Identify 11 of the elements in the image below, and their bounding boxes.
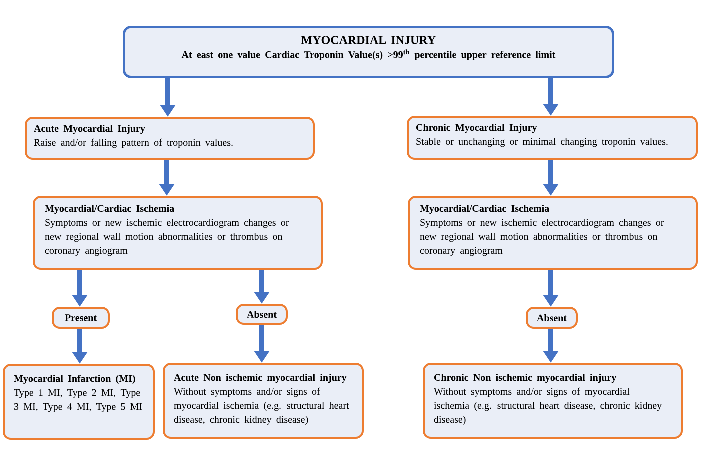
outcome-box: Myocardial Infarction (MI) Type 1 MI, Type 2 MI, Type 3 MI, Type 4 MI, Type 5 MI: [3, 364, 155, 440]
process-box: Acute Myocardial Injury Raise and/or falling pattern of troponin values.: [25, 117, 315, 160]
condition-box: Absent: [236, 304, 288, 325]
condition-box: Present: [52, 307, 110, 329]
process-box: Chronic Myocardial Injury Stable or unchanging or minimal changing troponin values.: [407, 116, 698, 160]
header-box: MYOCARDIAL INJURY At east one value Cardiac Troponin Value(s) >99$^{th}$ percentile upper reference limit: [123, 26, 614, 78]
outcome-box: Acute Non ischemic myocardial injury Without symptoms and/or signs of myocardial ischemia (e.g. structural heart disease, chronic kidney disease): [163, 363, 364, 439]
outcome-box: Chronic Non ischemic myocardial injury Without symptoms and/or signs of myocardial ischemia (e.g. structural heart disease, chronic kidney disease): [423, 363, 683, 439]
process-box: Myocardial/Cardiac Ischemia Symptoms or new ischemic electrocardiogram changes or new regional wall motion abnormalities or thrombus on coronary angiogram: [408, 196, 698, 270]
condition-box: Absent: [526, 307, 578, 329]
process-box: Myocardial/Cardiac Ischemia Symptoms or new ischemic electrocardiogram changes or new regional wall motion abnormalities or thrombus on coronary angiogram: [33, 196, 323, 270]
